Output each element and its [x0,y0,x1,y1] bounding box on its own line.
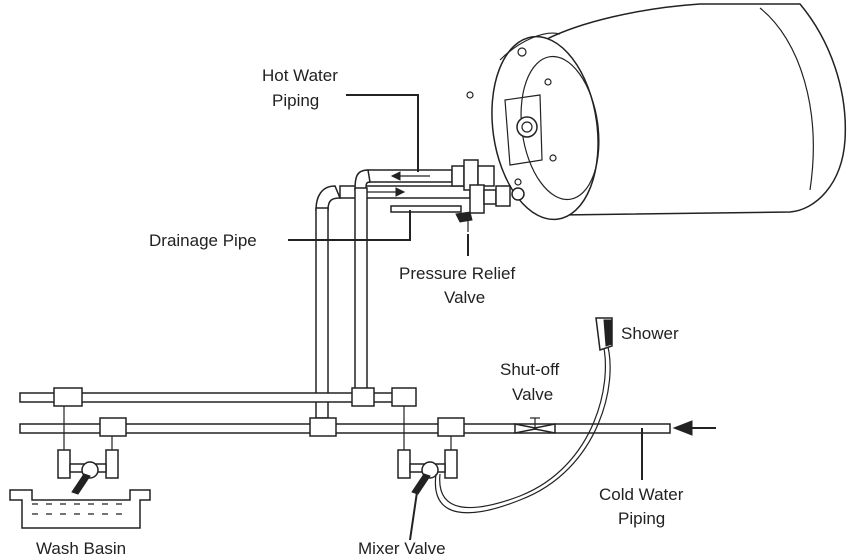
hot-water-line [19,387,417,407]
pressure-relief-valve-label: Pressure Relief [399,264,515,283]
shower-head [595,317,613,352]
shutoff-valve-label-line2: Valve [512,385,553,404]
drainage-pipe-label: Drainage Pipe [149,231,257,250]
pressure-relief-valve-label-line2: Valve [444,288,485,307]
hot-water-piping-label: Hot Water [262,66,338,85]
shower-hose [434,339,611,514]
hot-water-piping-label-line2: Piping [272,91,319,110]
hot-water-pipe [315,169,471,213]
wash-basin [9,489,151,529]
cold-water-line [19,417,671,437]
pressure-relief-valve-fittings [451,159,525,232]
riser-pipes [315,187,368,419]
shutoff-valve-label: Shut-off [500,360,560,379]
wash-basin-fixture [57,406,119,495]
cold-water-piping-label: Cold Water [599,485,684,504]
mixer-valve [397,406,458,495]
cold-water-piping-label-line2: Piping [618,509,665,528]
water-heater-tank [466,3,847,221]
wash-basin-label: Wash Basin [36,539,126,558]
mixer-valve-label: Mixer Valve [358,539,446,558]
shower-label: Shower [621,324,679,343]
leader-lines [288,94,643,541]
cold-water-inflow-arrow [672,420,716,436]
